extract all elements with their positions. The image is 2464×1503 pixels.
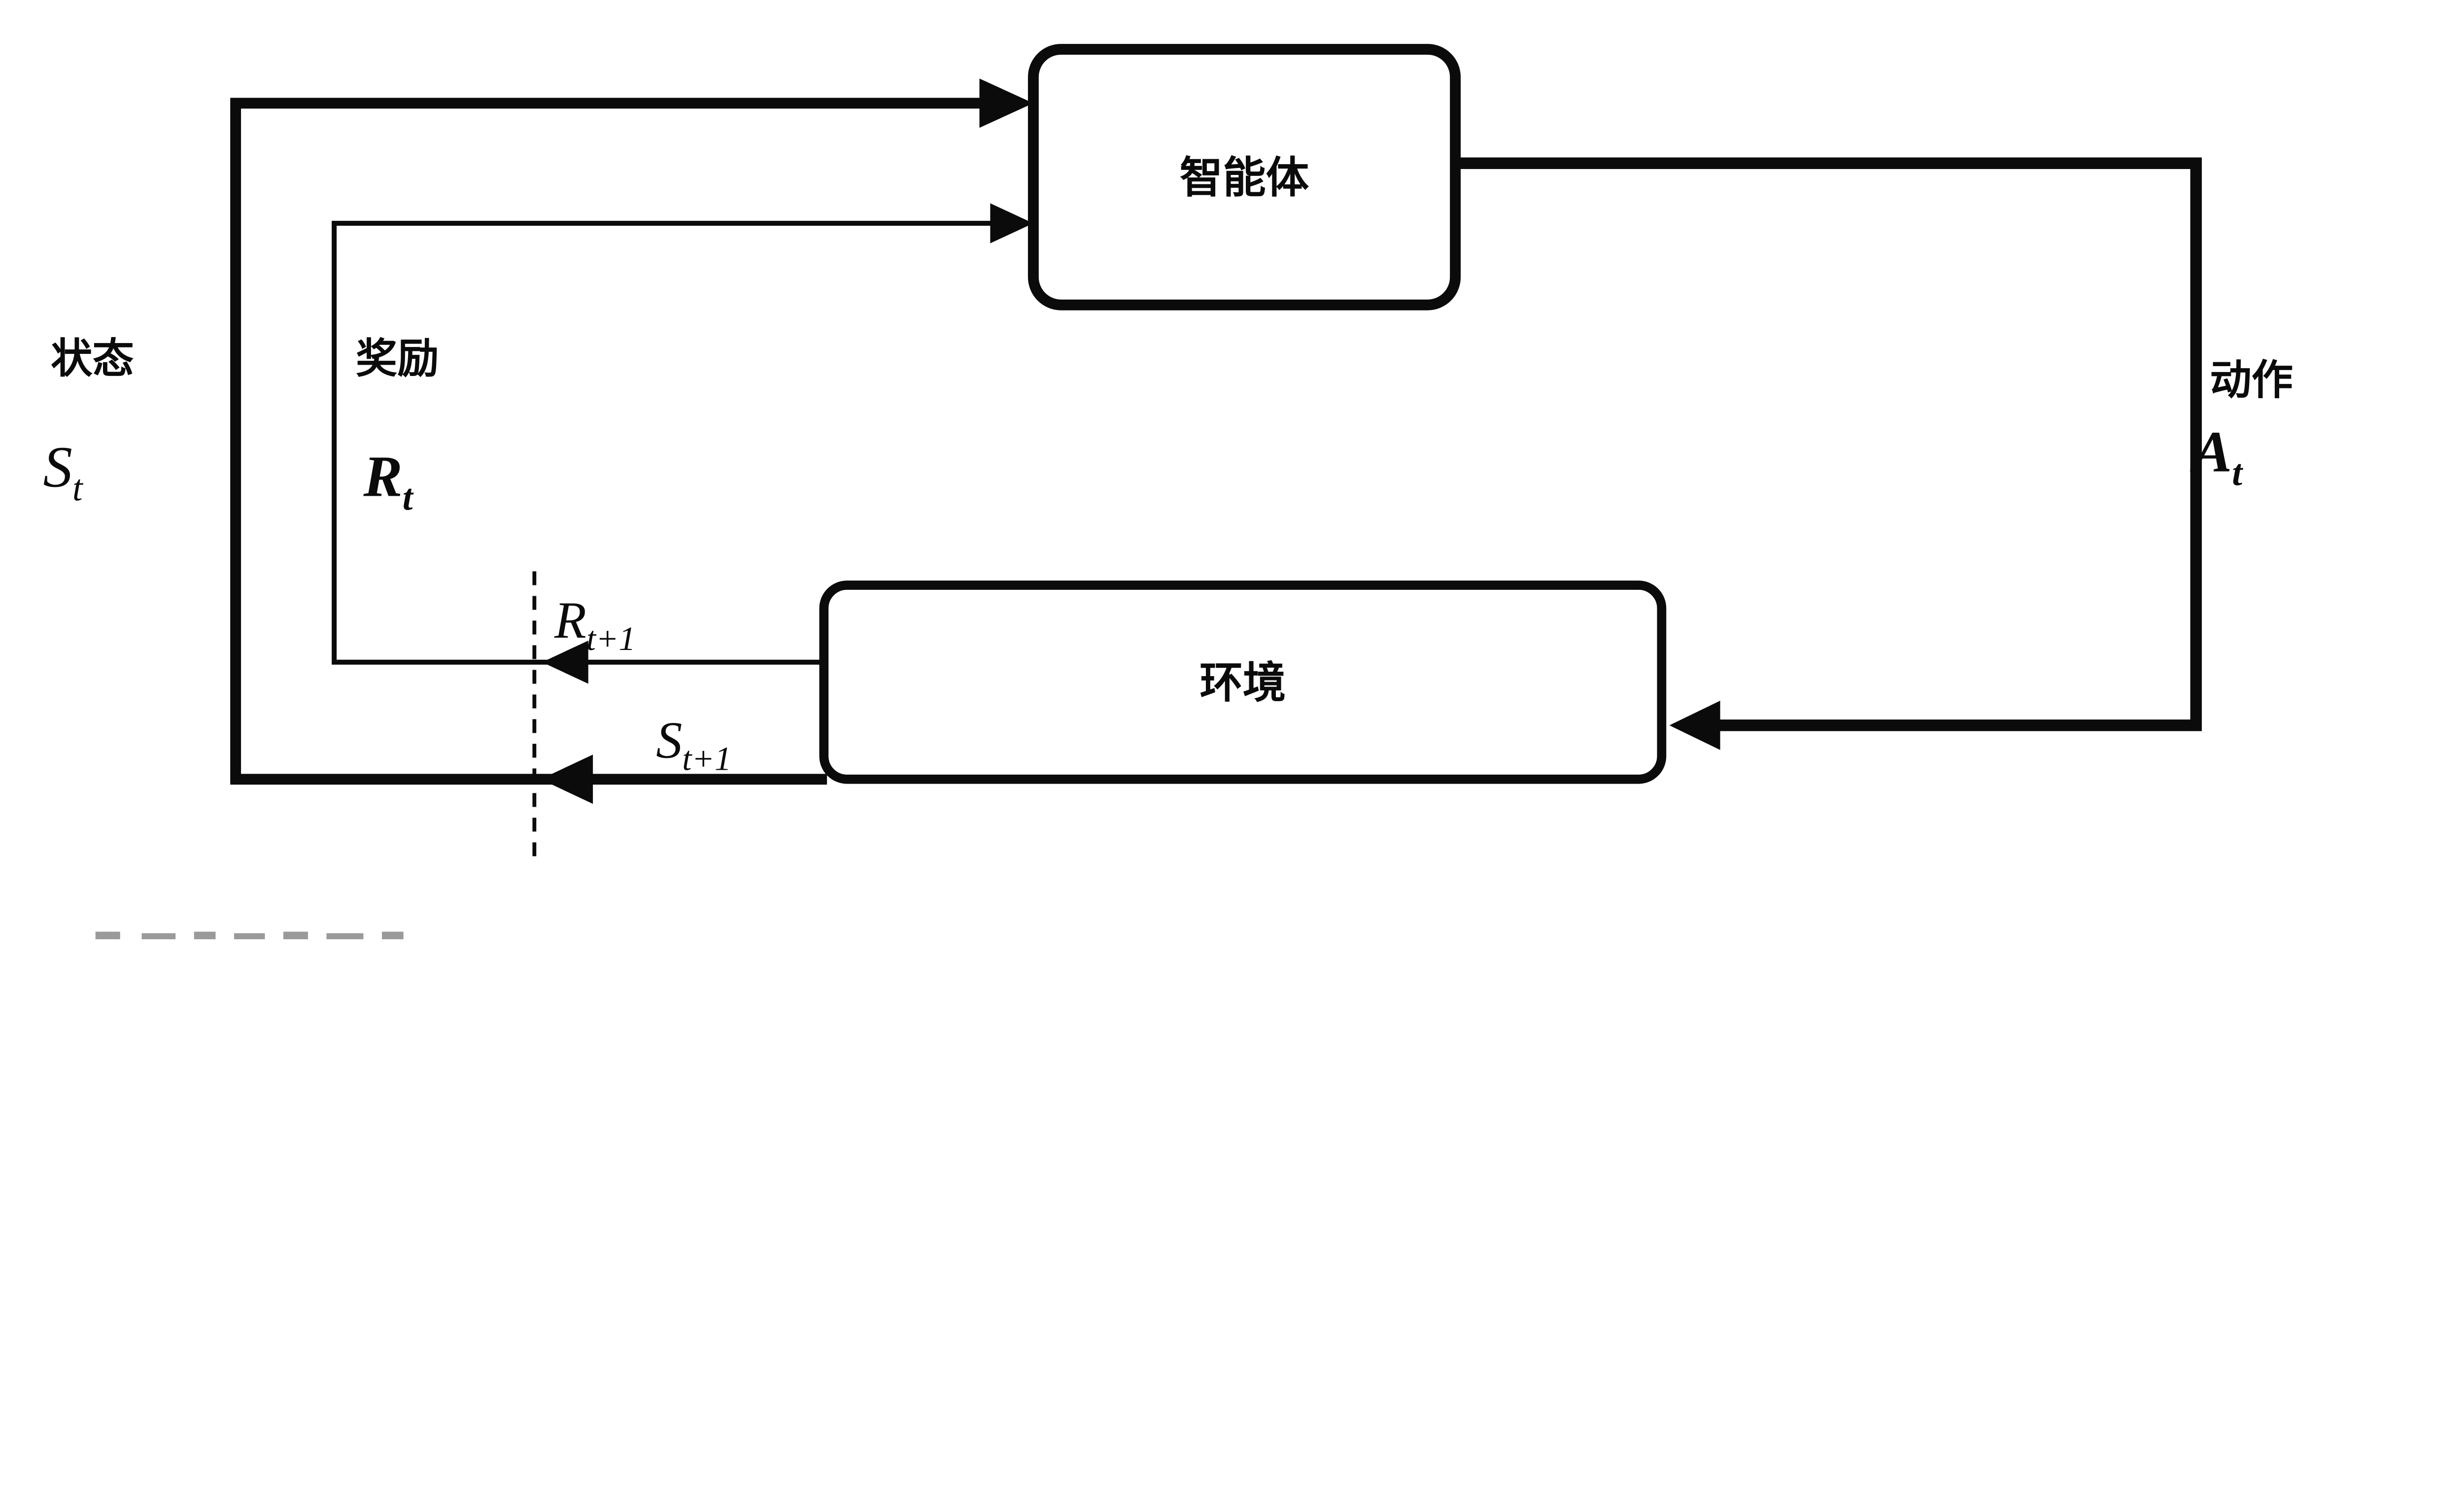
state-symbol: S (43, 434, 72, 499)
agent-box (1027, 44, 1461, 310)
state-loop-line (230, 98, 986, 785)
environment-label: 环境 (1199, 659, 1286, 707)
reward-symbol: R (363, 444, 403, 509)
reward-subscript: t (403, 477, 414, 518)
next-state-symbol: S (656, 711, 682, 769)
state-into-agent-arrowhead-icon (979, 78, 1033, 128)
reward-into-agent-arrowhead-icon (990, 203, 1033, 243)
cutoff-caption-sliver (95, 931, 404, 940)
next-reward-label: Rt+1 (554, 591, 636, 657)
action-symbol-label: At (2190, 419, 2243, 493)
diagram-canvas: 智能体 环境 状态 St 奖励 Rt Rt+1 St+1 动作 At (43, 44, 2293, 940)
action-subscript: t (2232, 452, 2243, 493)
environment-box (819, 581, 1667, 784)
action-into-env-arrowhead-icon (1669, 700, 1720, 750)
state-subscript: t (72, 468, 84, 509)
next-state-label: St+1 (656, 711, 731, 777)
reward-symbol-label: Rt (363, 444, 414, 518)
next-reward-arrowhead-icon (542, 641, 588, 684)
reward-name-label: 奖励 (356, 336, 439, 382)
next-reward-symbol: R (554, 591, 586, 649)
action-loop-line (1452, 157, 2202, 731)
agent-label: 智能体 (1180, 154, 1309, 202)
next-state-subscript: t+1 (682, 740, 731, 778)
state-name-label: 状态 (51, 336, 134, 382)
next-state-arrowhead-icon (540, 754, 593, 804)
next-reward-subscript: t+1 (586, 620, 636, 657)
state-symbol-label: St (43, 434, 84, 509)
rl-loop-figure: 智能体 环境 状态 St 奖励 Rt Rt+1 St+1 动作 At (43, 44, 2293, 940)
action-name-label: 动作 (2210, 358, 2293, 404)
action-symbol: A (2190, 419, 2232, 484)
